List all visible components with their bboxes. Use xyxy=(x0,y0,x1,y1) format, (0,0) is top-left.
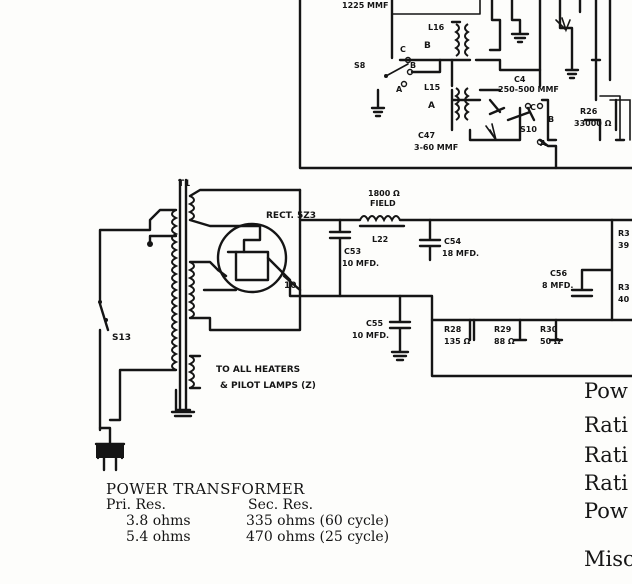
res-right-top-label: R3 xyxy=(618,229,630,238)
res-right-top-value: 39 xyxy=(618,241,630,250)
row2-sec: 470 ohms (25 cycle) xyxy=(246,529,390,545)
side-text-line-3: Rati xyxy=(584,443,628,467)
field-coil-ref: L22 xyxy=(372,235,388,244)
row1-sec: 335 ohms (60 cycle) xyxy=(246,513,390,529)
res-r28-value: 135 Ω xyxy=(444,337,470,346)
switch-s10-pos-c: C xyxy=(530,103,536,112)
rectifier-tube: RECT. 5Z3 10 xyxy=(216,211,316,298)
res-r30-label: R30 xyxy=(540,325,558,334)
power-transformer-table: POWER TRANSFORMER Pri. Res. Sec. Res. 3.… xyxy=(106,480,389,545)
side-text-line-1: Pow xyxy=(584,379,628,403)
cap-c53-value: 10 MFD. xyxy=(342,259,379,268)
row2-pri: 5.4 ohms xyxy=(126,529,191,545)
res-r29-value: 88 Ω xyxy=(494,337,515,346)
cap-c56-label: C56 xyxy=(550,269,567,278)
header-pri: Pri. Res. xyxy=(106,497,166,513)
cap-c53-label: C53 xyxy=(344,247,361,256)
switch-s8-pos-c: C xyxy=(400,45,406,54)
res-right-mid-value: 40 xyxy=(618,295,630,304)
power-transformer-t1: T1 S13 TO ALL HEATERS & PILOT LAMPS (Z) xyxy=(94,178,316,472)
cap-c56-value: 8 MFD. xyxy=(542,281,573,290)
table-title: POWER TRANSFORMER xyxy=(106,480,305,498)
res-r30-value: 50 Ω xyxy=(540,337,561,346)
side-text-line-5: Pow xyxy=(584,499,628,523)
rectifier-label-1: RECT. 5Z3 xyxy=(266,211,316,221)
side-text-line-6: Misc xyxy=(584,547,632,571)
side-text: Pow Rati Rati Rati Pow Misc xyxy=(584,379,632,571)
table-row: 3.8 ohms 335 ohms (60 cycle) xyxy=(106,513,389,529)
switch-s8-pos-a: A xyxy=(396,85,403,94)
winding-a-label: A xyxy=(428,101,435,111)
switch-s8-pos-b: B xyxy=(410,61,416,70)
switch-s10-pos-a: A xyxy=(540,139,547,148)
capacitor-c47-label: C47 xyxy=(418,131,435,140)
cap-c54-value: 18 MFD. xyxy=(442,249,479,258)
res-right-mid-label: R3 xyxy=(618,283,630,292)
cap-c55-value: 10 MFD. xyxy=(352,331,389,340)
res-r28-label: R28 xyxy=(444,325,462,334)
winding-b-label: B xyxy=(424,41,431,51)
switch-s10-label: S10 xyxy=(520,125,537,134)
coil-l15-label: L15 xyxy=(424,83,441,92)
table-header-row: Pri. Res. Sec. Res. xyxy=(106,497,313,513)
switch-s10-pos-b: B xyxy=(548,115,554,124)
capacitor-c4-value: 250-500 MMF xyxy=(498,85,559,94)
heater-note-line2: & PILOT LAMPS (Z) xyxy=(220,381,316,391)
header-sec: Sec. Res. xyxy=(248,497,314,513)
field-coil-name: FIELD xyxy=(370,199,396,208)
transformer-t1-label: T1 xyxy=(178,179,190,189)
res-r29-label: R29 xyxy=(494,325,512,334)
row1-pri: 3.8 ohms xyxy=(126,513,191,529)
switch-s13-label: S13 xyxy=(112,333,131,343)
capacitor-c4-label: C4 xyxy=(514,75,526,84)
resistor-r26-label: R26 xyxy=(580,107,598,116)
filter-network: 1800 Ω FIELD L22 C53 10 MFD. C54 18 MFD.… xyxy=(298,188,632,378)
field-coil-value: 1800 Ω xyxy=(368,189,400,198)
cap-c55-label: C55 xyxy=(366,319,383,328)
side-text-line-4: Rati xyxy=(584,471,628,495)
capacitor-c47-value: 3-60 MMF xyxy=(414,143,458,152)
heater-note-line1: TO ALL HEATERS xyxy=(216,365,300,375)
coil-l16-label: L16 xyxy=(428,23,445,32)
rf-section: 1225 MMF S8 C B A L16 B L15 A C4 250-500… xyxy=(298,0,632,170)
switch-s8-label: S8 xyxy=(354,61,366,70)
table-row: 5.4 ohms 470 ohms (25 cycle) xyxy=(106,529,389,545)
resistor-r26-value: 33000 Ω xyxy=(574,119,612,128)
cap-c54-label: C54 xyxy=(444,237,461,246)
rectifier-pin-label: 10 xyxy=(284,281,297,291)
capacitor-1225-label: 1225 MMF xyxy=(342,1,388,10)
side-text-line-2: Rati xyxy=(584,413,628,437)
